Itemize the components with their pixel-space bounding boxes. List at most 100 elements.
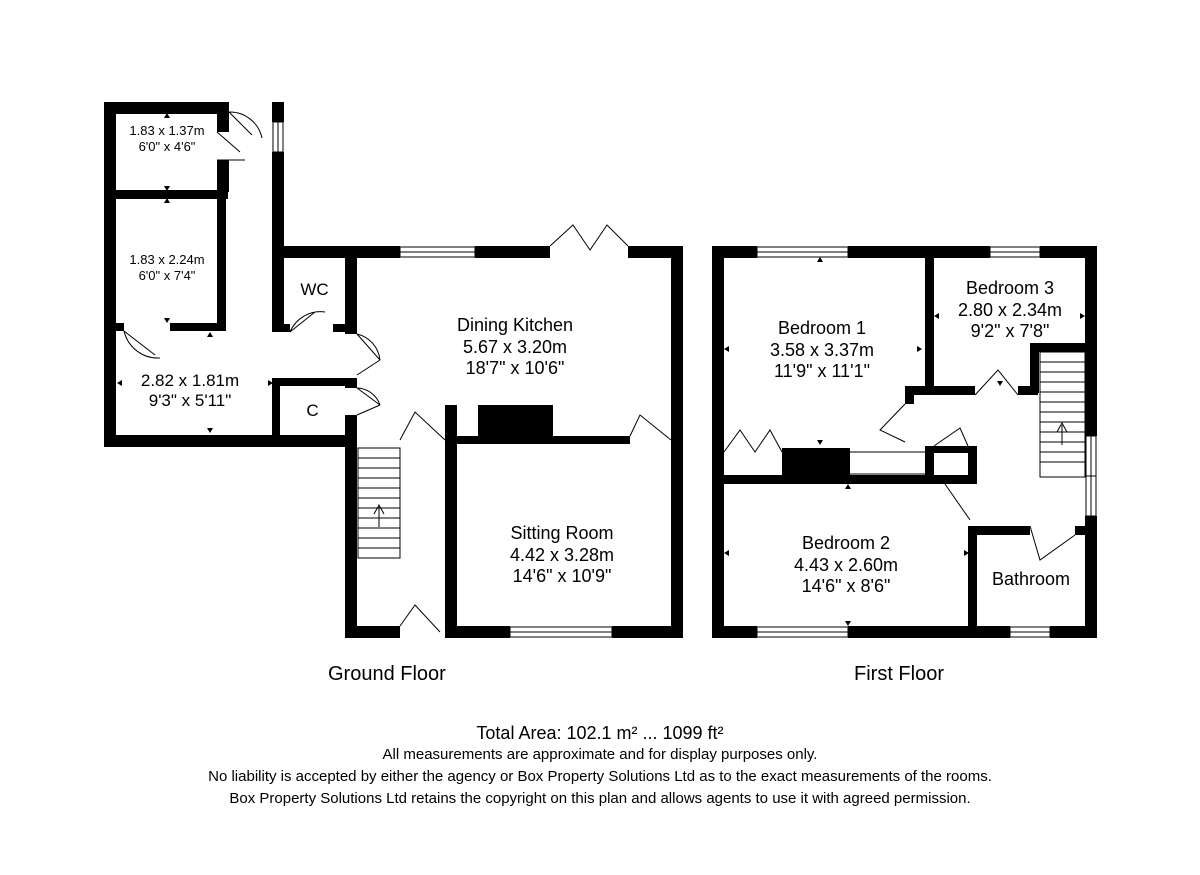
store1-metric: 1.83 x 1.37m — [129, 123, 205, 138]
wall — [445, 405, 457, 638]
wall — [445, 626, 510, 638]
ground-floor-walls — [104, 102, 683, 638]
bedroom2-imperial: 14'6" x 8'6" — [801, 576, 891, 597]
dining-kitchen-label: Dining Kitchen 5.67 x 3.20m 18'7" x 10'6… — [420, 315, 610, 380]
wall — [968, 446, 977, 484]
wall — [272, 378, 280, 438]
sitting-room-name: Sitting Room — [510, 523, 614, 543]
sitting-room-metric: 4.42 x 3.28m — [509, 544, 615, 565]
dimension-arrows — [117, 113, 1085, 626]
wall — [905, 386, 914, 404]
stair-treads — [1040, 361, 1085, 463]
stair-arrow — [1056, 421, 1068, 445]
wall — [905, 386, 975, 395]
wall — [110, 323, 124, 331]
wall — [1030, 343, 1039, 393]
first-floor-walls — [712, 246, 1097, 638]
dining-kitchen-imperial: 18'7" x 10'6" — [465, 358, 565, 379]
utility-metric: 2.82 x 1.81m — [140, 371, 240, 390]
stair-arrow — [373, 503, 385, 527]
ground-floor-thin-lines — [123, 111, 672, 638]
wall — [925, 446, 975, 453]
bedroom1-name: Bedroom 1 — [777, 318, 867, 338]
wall — [1075, 526, 1097, 535]
window — [272, 397, 280, 431]
bedroom1-label: Bedroom 1 3.58 x 3.37m 11'9" x 11'1" — [732, 318, 912, 383]
bathroom-label: Bathroom — [978, 569, 1084, 591]
ground-floor-title: Ground Floor — [328, 663, 446, 685]
bedroom3-imperial: 9'2" x 7'8" — [970, 321, 1050, 342]
dining-kitchen-metric: 5.67 x 3.20m — [462, 336, 568, 357]
wall — [345, 246, 357, 334]
wall — [1085, 246, 1097, 436]
stairs — [1039, 351, 1086, 478]
total-area: Total Area: 102.1 m² ... 1099 ft² — [476, 723, 724, 743]
wall — [628, 246, 683, 258]
wall — [712, 626, 757, 638]
wall — [1030, 343, 1085, 352]
wall — [1018, 386, 1038, 395]
utility-imperial: 9'3" x 5'11" — [148, 391, 232, 411]
wall — [217, 102, 229, 132]
chimney-breast — [478, 405, 553, 440]
footer-notes: Total Area: 102.1 m² ... 1099 ft² All me… — [0, 722, 1200, 810]
bedroom2-label: Bedroom 2 4.43 x 2.60m 14'6" x 8'6" — [756, 533, 936, 598]
cupboard-label: C — [290, 401, 335, 421]
wall — [712, 246, 757, 258]
store2-imperial: 6'0" x 7'4" — [138, 267, 196, 283]
wall — [1085, 516, 1097, 638]
stairs — [357, 447, 401, 559]
wall — [272, 324, 290, 332]
wall — [968, 526, 1030, 535]
wall — [345, 626, 400, 638]
sitting-room-label: Sitting Room 4.42 x 3.28m 14'6" x 10'9" — [467, 523, 657, 588]
wall — [671, 246, 683, 638]
wall — [848, 626, 1010, 638]
wall — [724, 475, 974, 484]
bedroom3-metric: 2.80 x 2.34m — [957, 299, 1063, 320]
wall — [968, 526, 977, 638]
wall — [925, 446, 934, 484]
store2-label: 1.83 x 2.24m 6'0" x 7'4" — [116, 252, 218, 283]
wall — [1040, 246, 1097, 258]
wall — [345, 440, 357, 638]
wall — [104, 102, 116, 447]
wall — [925, 246, 934, 394]
bathroom-name: Bathroom — [991, 569, 1071, 589]
dining-kitchen-name: Dining Kitchen — [456, 315, 574, 335]
wall — [104, 102, 229, 114]
footer-line-3: Box Property Solutions Ltd retains the c… — [229, 790, 971, 807]
bedroom3-label: Bedroom 3 2.80 x 2.34m 9'2" x 7'8" — [940, 278, 1080, 343]
utility-label: 2.82 x 1.81m 9'3" x 5'11" — [120, 371, 260, 412]
bedroom1-metric: 3.58 x 3.37m — [769, 339, 875, 360]
wall — [104, 435, 354, 447]
wall — [110, 190, 228, 199]
first-floor-title: First Floor — [854, 663, 944, 685]
store1-imperial: 6'0" x 4'6" — [138, 138, 196, 154]
store1-label: 1.83 x 1.37m 6'0" x 4'6" — [116, 123, 218, 154]
stair-treads — [358, 457, 400, 549]
wall — [612, 626, 683, 638]
wall — [1050, 626, 1097, 638]
wc-label: WC — [287, 280, 342, 300]
chimney-breast — [782, 448, 850, 478]
footer-line-1: All measurements are approximate and for… — [382, 746, 818, 763]
bedroom2-name: Bedroom 2 — [801, 533, 891, 553]
sitting-room-imperial: 14'6" x 10'9" — [512, 566, 612, 587]
wall — [272, 378, 357, 386]
wall — [217, 160, 229, 192]
first-floor-thin-lines — [723, 246, 1097, 638]
bedroom1-imperial: 11'9" x 11'1" — [773, 361, 871, 382]
bedroom3-name: Bedroom 3 — [965, 278, 1055, 298]
wall — [272, 152, 284, 332]
wall — [272, 102, 284, 122]
wall — [475, 246, 550, 258]
cupboard-name: C — [306, 401, 319, 420]
footer-line-2: No liability is accepted by either the a… — [208, 768, 992, 785]
wall — [217, 190, 226, 330]
wall — [333, 324, 357, 332]
wall — [345, 246, 400, 258]
wc-name: WC — [300, 280, 329, 299]
wall — [272, 246, 352, 258]
